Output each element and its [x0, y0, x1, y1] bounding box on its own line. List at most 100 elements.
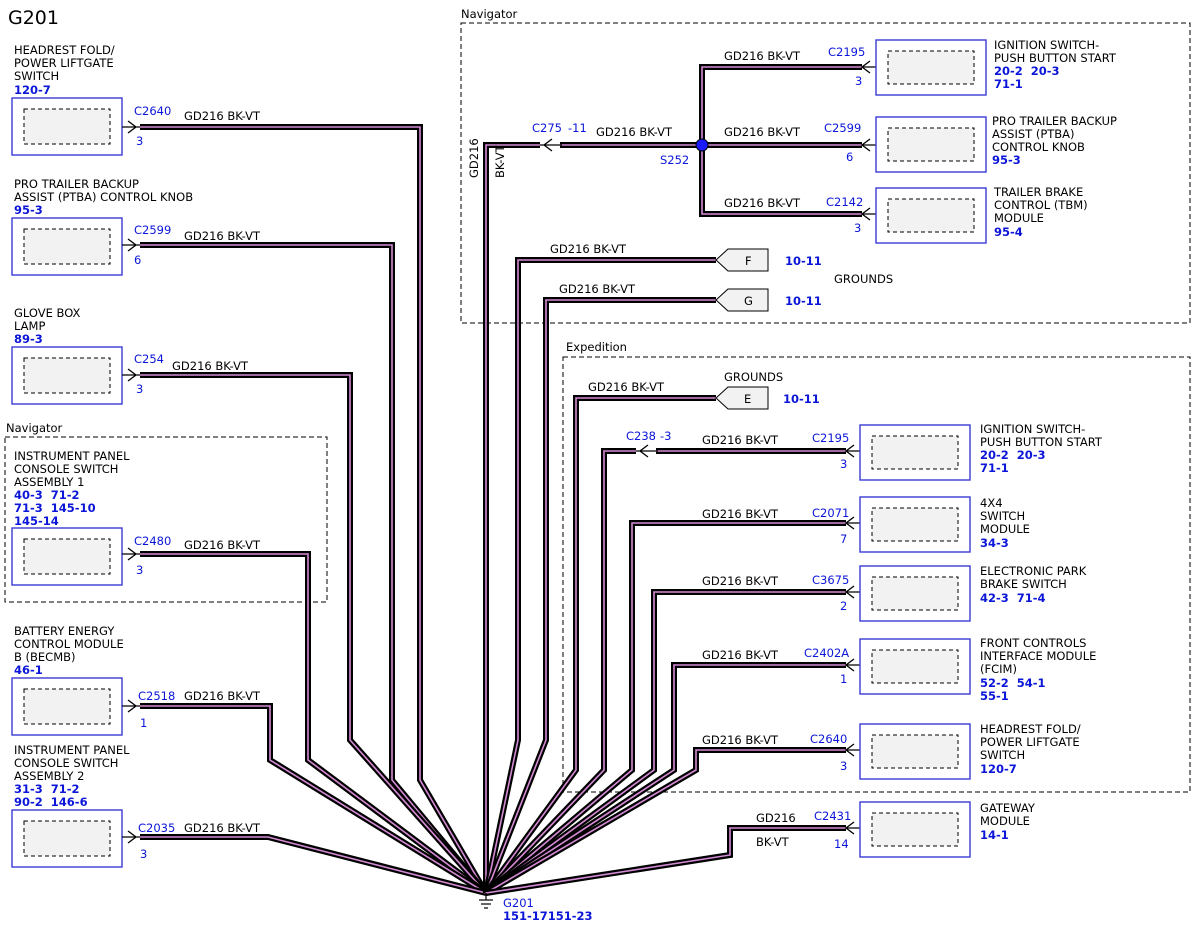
component-name-line: CONTROL KNOB: [992, 140, 1085, 154]
ground-flag-g[interactable]: GD216 BK-VT G 10-11: [559, 282, 822, 312]
component-ref[interactable]: 71-1: [994, 77, 1023, 91]
connector-name[interactable]: C254: [134, 352, 164, 366]
connector-name[interactable]: C2071: [812, 506, 849, 520]
component-name-line: 4X4: [980, 496, 1003, 510]
component-name-line: ASSIST (PTBA): [992, 127, 1075, 141]
component-trailer-brake-module[interactable]: GD216 BK-VT C2142 3 TRAILER BRAKE CONTRO…: [724, 185, 1088, 244]
component-ref[interactable]: 20-2 20-3: [980, 448, 1046, 462]
component-ref[interactable]: 89-3: [14, 332, 43, 346]
component-ref[interactable]: 31-3 71-2: [14, 782, 80, 796]
ground-flag-icon: [715, 386, 769, 410]
component-4x4-switch-module[interactable]: GD216 BK-VT C2071 7 4X4 SWITCH MODULE 34…: [702, 496, 1030, 553]
component-ref[interactable]: 95-3: [992, 153, 1021, 167]
connector-arrow-icon: [860, 60, 876, 74]
wire-label: GD216 BK-VT: [184, 821, 261, 835]
component-name-line: MODULE: [980, 814, 1030, 828]
connector-name[interactable]: C2035: [138, 821, 175, 835]
ground-flag-f[interactable]: GD216 BK-VT F 10-11: [550, 242, 822, 272]
component-name-line: PRO TRAILER BACKUP: [992, 114, 1117, 128]
ground-flag-ref[interactable]: 10-11: [783, 392, 820, 406]
component-headrest-fold-switch[interactable]: HEADREST FOLD/ POWER LIFTGATE SWITCH 120…: [11, 43, 261, 156]
component-name-line: IGNITION SWITCH-: [994, 38, 1099, 52]
component-ptba-navigator[interactable]: GD216 BK-VT C2599 6 PRO TRAILER BACKUP A…: [724, 114, 1117, 173]
ground-flag-icon: [715, 288, 769, 312]
component-name-line: SWITCH: [14, 69, 59, 83]
component-ref[interactable]: 34-3: [980, 536, 1009, 550]
ground-point-name[interactable]: G201: [503, 896, 534, 910]
connector-name[interactable]: C2142: [826, 195, 863, 209]
connector-name[interactable]: C2431: [814, 809, 851, 823]
component-fcim[interactable]: GD216 BK-VT C2402A 1 FRONT CONTROLS INTE…: [702, 636, 1096, 703]
inline-connector-c238[interactable]: C238 -3: [626, 429, 671, 458]
component-becmb[interactable]: BATTERY ENERGY CONTROL MODULE B (BECMB) …: [11, 624, 261, 736]
region-expedition: Expedition: [562, 340, 1191, 793]
connector-pin: 2: [840, 599, 847, 613]
wire: [140, 374, 487, 894]
wire: [140, 551, 488, 896]
component-name-line: GATEWAY: [980, 801, 1036, 815]
connector-arrow-icon: [844, 444, 860, 458]
component-gateway-module[interactable]: GD216 BK-VT C2431 14 GATEWAY MODULE 14-1: [756, 801, 1036, 858]
component-ignition-switch-expedition[interactable]: GD216 BK-VT C2195 3 IGNITION SWITCH- PUS…: [702, 422, 1103, 481]
component-ref[interactable]: 145-14: [14, 514, 59, 528]
connector-name[interactable]: C2195: [828, 45, 865, 59]
component-ip-console-switch-2[interactable]: INSTRUMENT PANEL CONSOLE SWITCH ASSEMBLY…: [11, 743, 261, 868]
wire: [485, 749, 846, 894]
wire-label: GD216 BK-VT: [184, 109, 261, 123]
connector-pin: 3: [840, 457, 847, 471]
connector-name[interactable]: C2599: [824, 121, 861, 135]
component-electronic-park-brake-switch[interactable]: GD216 BK-VT C3675 2 ELECTRONIC PARK BRAK…: [702, 564, 1087, 622]
splice-name[interactable]: S252: [660, 153, 689, 167]
component-ref[interactable]: 46-1: [14, 663, 43, 677]
ground-flag-ref[interactable]: 10-11: [785, 254, 822, 268]
connector-arrow-icon: [122, 699, 140, 713]
inline-connector-name[interactable]: C275: [532, 121, 562, 135]
connector-name[interactable]: C2402A: [804, 646, 849, 660]
connector-name[interactable]: C2195: [812, 431, 849, 445]
connector-name[interactable]: C2640: [134, 104, 171, 118]
region-label: Navigator: [461, 7, 518, 21]
ground-point-g201[interactable]: G201 151-17151-23: [479, 893, 593, 923]
component-ignition-switch-navigator[interactable]: GD216 BK-VT C2195 3 IGNITION SWITCH- PUS…: [724, 38, 1117, 96]
component-ip-console-switch-1[interactable]: INSTRUMENT PANEL CONSOLE SWITCH ASSEMBLY…: [11, 449, 261, 586]
component-ref[interactable]: 95-4: [994, 225, 1023, 239]
wire: [701, 66, 862, 145]
inline-connector-name[interactable]: C238: [626, 429, 656, 443]
wire-label-vertical: GD216: [467, 138, 481, 178]
connector-name[interactable]: C2640: [810, 732, 847, 746]
component-ref[interactable]: 71-3 145-10: [14, 501, 96, 515]
component-ref[interactable]: 90-2 146-6: [14, 795, 88, 809]
component-name-line: IGNITION SWITCH-: [980, 422, 1085, 436]
connector-pin: 3: [136, 134, 143, 148]
connector-name[interactable]: C2518: [138, 689, 175, 703]
component-glove-box-lamp[interactable]: GLOVE BOX LAMP 89-3 C254 3 GD216 BK-VT: [11, 306, 249, 405]
ground-flag-icon: [715, 248, 769, 272]
inline-connector-c275[interactable]: C275 -11: [532, 121, 587, 152]
ground-point-refs[interactable]: 151-17151-23: [503, 909, 593, 923]
component-ref[interactable]: 55-1: [980, 689, 1009, 703]
connector-name[interactable]: C3675: [812, 573, 849, 587]
ground-flag-ref[interactable]: 10-11: [785, 294, 822, 308]
connector-name[interactable]: C2599: [134, 223, 171, 237]
component-ref[interactable]: 20-2 20-3: [994, 64, 1060, 78]
component-ref[interactable]: 95-3: [14, 203, 43, 217]
component-ref[interactable]: 52-2 54-1: [980, 676, 1046, 690]
component-ref[interactable]: 42-3 71-4: [980, 591, 1046, 605]
component-ref[interactable]: 40-3 71-2: [14, 488, 80, 502]
connector-arrow-icon: [844, 516, 860, 530]
splice-s252[interactable]: S252: [660, 138, 709, 167]
component-ref[interactable]: 120-7: [980, 762, 1017, 776]
component-ref[interactable]: 120-7: [14, 83, 51, 97]
component-headrest-fold-expedition[interactable]: GD216 BK-VT C2640 3 HEADREST FOLD/ POWER…: [702, 722, 1081, 780]
component-name-line: BRAKE SWITCH: [980, 577, 1067, 591]
connector-name[interactable]: C2480: [134, 534, 171, 548]
wire: [140, 244, 487, 894]
connector-pin: 7: [840, 532, 847, 546]
wire: [140, 705, 487, 894]
component-ref[interactable]: 71-1: [980, 461, 1009, 475]
connector-arrow-icon: [636, 444, 658, 458]
ground-flag-e[interactable]: GD216 BK-VT GROUNDS E 10-11: [588, 370, 820, 410]
component-ptba-control-knob[interactable]: PRO TRAILER BACKUP ASSIST (PTBA) CONTROL…: [11, 177, 261, 276]
component-ref[interactable]: 14-1: [980, 828, 1009, 842]
